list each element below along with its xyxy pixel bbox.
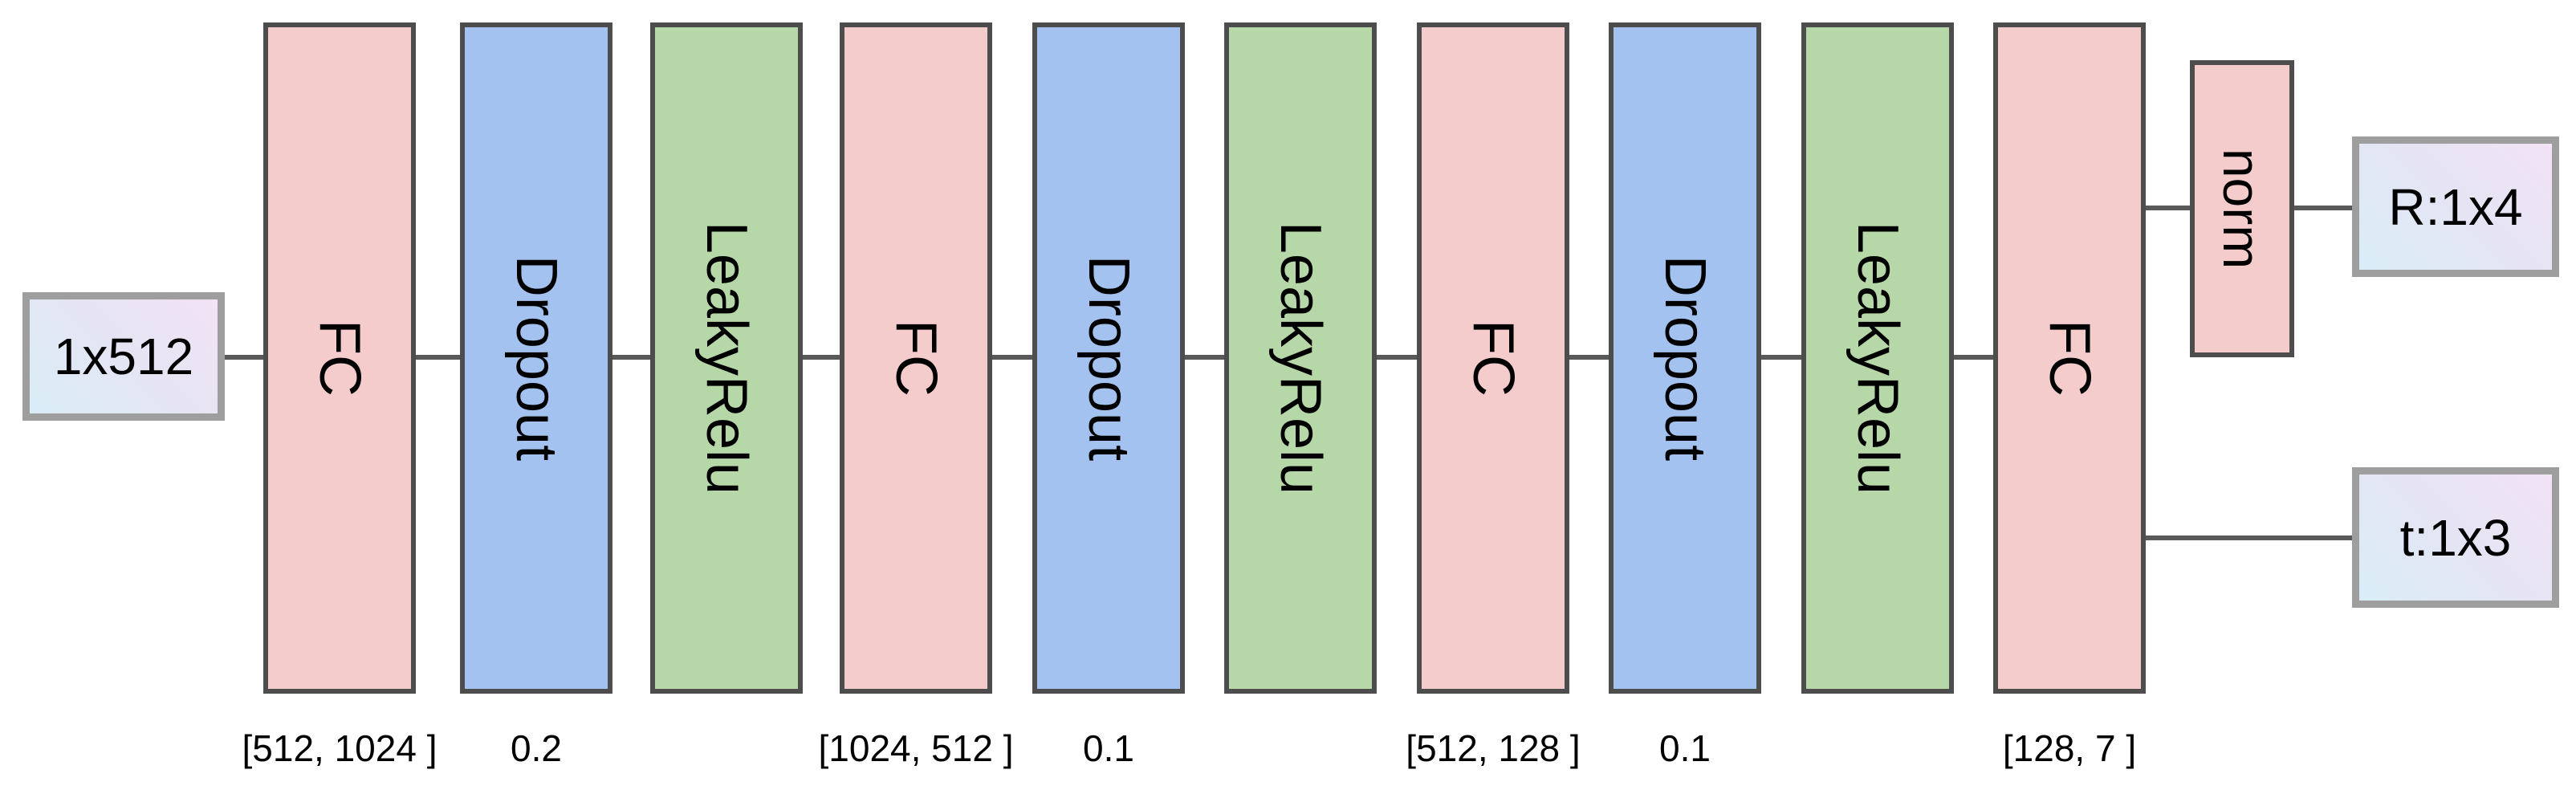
layer-label: FC	[2037, 320, 2102, 397]
wire-input-fc1	[225, 355, 263, 360]
layer-label: LeakyRelu	[1846, 221, 1910, 495]
layer-block-dropout-5: Dropout	[1032, 22, 1185, 694]
layer-label: Dropout	[1653, 255, 1717, 462]
wire-fc10-output-t	[2146, 535, 2352, 540]
wire-fc4-dropout5	[992, 355, 1032, 360]
wire-dropout2-relu3	[612, 355, 650, 360]
layer-block-leakyrelu-6: LeakyRelu	[1224, 22, 1377, 694]
param-label-fc4: [1024, 512 ]	[818, 727, 1014, 769]
output-tensor-label-rotation: R:1x4	[2388, 177, 2523, 236]
layer-block-fc-4: FC	[840, 22, 992, 694]
param-label-dropout5: 0.1	[1083, 727, 1134, 769]
param-label-dropout2: 0.2	[511, 727, 562, 769]
layer-block-dropout-8: Dropout	[1609, 22, 1761, 694]
output-tensor-box-translation: t:1x3	[2352, 467, 2559, 608]
layer-label: FC	[307, 320, 372, 397]
wire-relu3-fc4	[803, 355, 840, 360]
layer-label: FC	[1461, 320, 1525, 397]
layer-block-leakyrelu-3: LeakyRelu	[650, 22, 803, 694]
layer-block-fc-1: FC	[263, 22, 416, 694]
layer-block-norm: norm	[2190, 60, 2294, 357]
wire-dropout5-relu6	[1185, 355, 1224, 360]
wire-fc1-dropout2	[416, 355, 460, 360]
wire-fc10-norm	[2146, 206, 2190, 210]
param-label-fc10: [128, 7 ]	[2002, 727, 2137, 769]
layer-label: FC	[884, 320, 948, 397]
param-label-fc7: [512, 128 ]	[1406, 727, 1581, 769]
layer-label: norm	[2212, 148, 2272, 270]
layer-block-dropout-2: Dropout	[460, 22, 612, 694]
layer-label: LeakyRelu	[1268, 221, 1333, 495]
wire-relu6-fc7	[1377, 355, 1417, 360]
input-tensor-label: 1x512	[53, 328, 194, 385]
wire-fc7-dropout8	[1569, 355, 1609, 360]
wire-dropout8-relu9	[1761, 355, 1801, 360]
layer-label: LeakyRelu	[694, 221, 759, 495]
layer-block-fc-10: FC	[1993, 22, 2146, 694]
wire-norm-output-r	[2294, 206, 2352, 210]
param-label-dropout8: 0.1	[1659, 727, 1711, 769]
layer-label: Dropout	[1076, 255, 1141, 462]
output-tensor-label-translation: t:1x3	[2399, 508, 2512, 567]
output-tensor-box-rotation: R:1x4	[2352, 136, 2559, 277]
layer-label: Dropout	[504, 255, 568, 462]
layer-block-leakyrelu-9: LeakyRelu	[1801, 22, 1954, 694]
param-label-fc1: [512, 1024 ]	[242, 727, 437, 769]
input-tensor-box: 1x512	[22, 292, 225, 421]
layer-block-fc-7: FC	[1417, 22, 1569, 694]
wire-relu9-fc10	[1954, 355, 1993, 360]
